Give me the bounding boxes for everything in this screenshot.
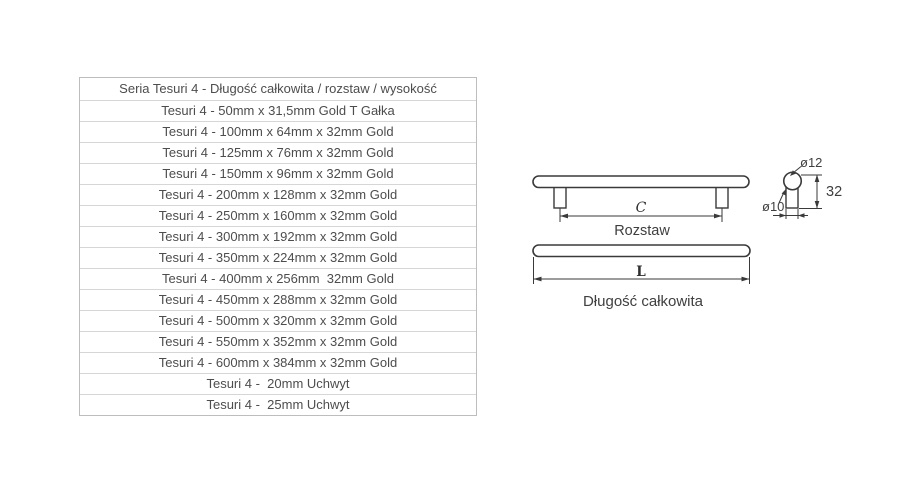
table-row: Tesuri 4 - 350mm x 224mm x 32mm Gold — [80, 248, 476, 269]
arrowhead-icon — [790, 170, 796, 176]
table-row: Tesuri 4 - 300mm x 192mm x 32mm Gold — [80, 227, 476, 248]
arrowhead-down-icon — [814, 201, 820, 209]
table-row: Tesuri 4 - 125mm x 76mm x 32mm Gold — [80, 143, 476, 164]
spacing-letter: C — [636, 200, 647, 216]
arrowhead-icon — [798, 213, 805, 218]
table-row: Tesuri 4 - 150mm x 96mm x 32mm Gold — [80, 164, 476, 185]
spacing-dimension: C — [559, 200, 723, 222]
table-row: Tesuri 4 - 250mm x 160mm x 32mm Gold — [80, 206, 476, 227]
arrowhead-icon — [779, 213, 786, 218]
arrowhead-icon — [781, 189, 786, 196]
spacing-label: Rozstaw — [614, 223, 670, 239]
length-dimension: L — [533, 257, 750, 284]
arrowhead-right-icon — [741, 276, 750, 282]
table-row: Tesuri 4 - 200mm x 128mm x 32mm Gold — [80, 185, 476, 206]
length-letter: L — [636, 264, 646, 280]
table-row: Tesuri 4 - 50mm x 31,5mm Gold T Gałka — [80, 101, 476, 122]
height-dimension: 32 — [799, 174, 842, 209]
side-detail-view: ø12 ø10 32 — [762, 155, 842, 219]
arrowhead-left-icon — [560, 213, 568, 219]
table-row: Tesuri 4 - 400mm x 256mm 32mm Gold — [80, 269, 476, 290]
spec-table-header: Seria Tesuri 4 - Długość całkowita / roz… — [80, 78, 476, 101]
length-view: L Długość całkowita — [532, 244, 751, 310]
height-label: 32 — [826, 184, 842, 200]
technical-drawing: C Rozstaw L Długość całkowita — [520, 145, 860, 315]
table-row: Tesuri 4 - 25mm Uchwyt — [206, 397, 350, 412]
handle-front-view: C Rozstaw — [532, 175, 750, 239]
top-diameter-label: ø12 — [800, 155, 822, 170]
spec-table: Seria Tesuri 4 - Długość całkowita / roz… — [79, 77, 477, 416]
leg-diameter-label: ø10 — [762, 199, 784, 214]
arrowhead-up-icon — [814, 174, 820, 182]
table-row: Tesuri 4 - 20mm Uchwyt — [80, 374, 476, 395]
table-row: Tesuri 4 - 450mm x 288mm x 32mm Gold — [80, 290, 476, 311]
table-row: Tesuri 4 - 600mm x 384mm x 32mm Gold — [80, 353, 476, 374]
length-label: Długość całkowita — [583, 293, 704, 310]
handle-leg-left — [553, 186, 567, 209]
handle-leg-right — [715, 186, 729, 209]
table-row: Tesuri 4 - 100mm x 64mm x 32mm Gold — [80, 122, 476, 143]
table-row: Tesuri 4 - 500mm x 320mm x 32mm Gold — [80, 311, 476, 332]
table-row: Tesuri 4 - 550mm x 352mm x 32mm Gold — [80, 332, 476, 353]
handle-bar — [532, 175, 750, 189]
leg-width-dimension — [773, 209, 808, 219]
arrowhead-right-icon — [714, 213, 722, 219]
technical-drawing-svg: C Rozstaw L Długość całkowita — [532, 155, 842, 310]
full-bar — [532, 244, 751, 258]
arrowhead-left-icon — [533, 276, 542, 282]
